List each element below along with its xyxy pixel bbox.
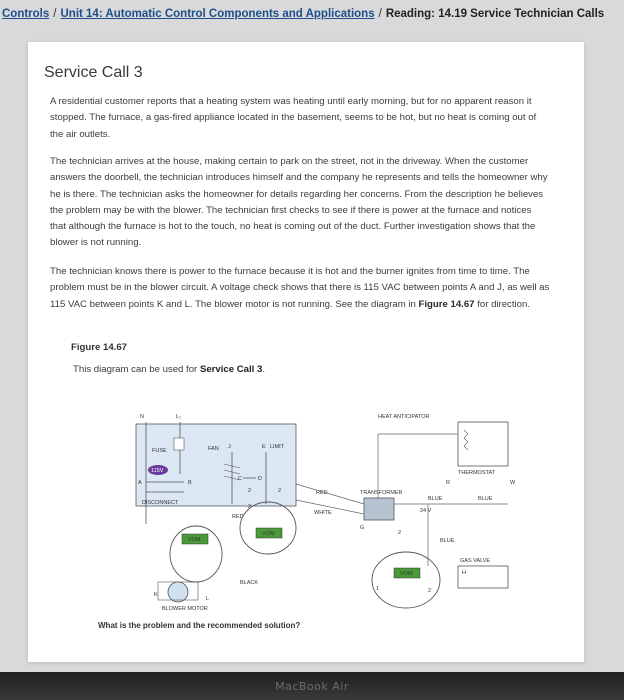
breadcrumb-separator: / (378, 8, 382, 20)
paragraph-3-end: for direction. (477, 298, 530, 310)
label-num-2a: 2 (248, 488, 251, 494)
label-l1: L₁ (176, 414, 181, 420)
figure-label: Figure 14.67 (71, 342, 127, 353)
label-num-2e: 2 (428, 588, 431, 594)
page-title: Service Call 3 (44, 64, 143, 81)
breadcrumb-controls-link[interactable]: Controls (2, 8, 50, 20)
caption-ref: Service Call 3 (199, 364, 263, 375)
breadcrumb-separator: / (53, 8, 57, 20)
label-blue-1: BLUE (428, 496, 443, 502)
thermostat (457, 421, 509, 467)
label-vom-1: VOM (188, 537, 201, 543)
figure-reference: Figure 14.67 (418, 298, 475, 310)
label-disconnect: DISCONNECT (142, 500, 179, 506)
label-115v: 115V (151, 468, 164, 474)
label-c: C (238, 476, 242, 482)
reading-card: Service Call 3 A residential customer re… (28, 42, 584, 662)
label-transformer: TRANSFORMER (360, 490, 403, 496)
label-blue-2: BLUE (478, 496, 493, 502)
label-vom-3: VOM (400, 571, 413, 577)
paragraph-3: The technician knows there is power to t… (50, 264, 550, 313)
label-limit: LIMIT (270, 444, 285, 450)
vom-meter-3 (393, 567, 421, 579)
paragraph-2: The technician arrives at the house, mak… (50, 156, 548, 249)
question-text: What is the problem and the recommended … (98, 621, 301, 630)
label-r: R (446, 480, 450, 486)
label-k: K (154, 592, 158, 598)
label-red: RED (316, 490, 328, 496)
label-vom-2: VOM (262, 531, 275, 537)
label-heat-anticipator: HEAT ANTICIPATOR (378, 414, 429, 420)
breadcrumb-current: Reading: 14.19 Service Technician Calls (385, 8, 605, 20)
label-b: B (188, 480, 192, 486)
breadcrumb: Controls/Unit 14: Automatic Control Comp… (2, 8, 622, 20)
label-num-1: 1 (376, 586, 379, 592)
label-l: L (206, 596, 209, 602)
label-num-2b: 2 (278, 488, 281, 494)
label-g: G (360, 525, 364, 531)
label-white: WHITE (314, 510, 332, 516)
label-gas-valve: GAS VALVE (460, 558, 490, 564)
label-red2: RED (232, 514, 244, 520)
gas-valve (457, 565, 509, 589)
control-box (135, 423, 297, 507)
label-24v: 24 V (420, 508, 432, 514)
label-blue-3: BLUE (440, 538, 455, 544)
label-blower-motor: BLOWER MOTOR (162, 606, 208, 612)
label-num-2d: 2 (398, 530, 401, 536)
breadcrumb-unit14-link[interactable]: Unit 14: Automatic Control Components an… (60, 8, 375, 20)
label-e: E (262, 444, 266, 450)
label-h: H (462, 570, 466, 576)
paragraph-1: A residential customer reports that a he… (50, 96, 537, 140)
label-d: D (258, 476, 262, 482)
label-fan: FAN (208, 446, 219, 452)
bezel-label: MacBook Air (275, 680, 349, 693)
laptop-bezel: MacBook Air (0, 672, 624, 700)
browser-screen: Controls/Unit 14: Automatic Control Comp… (0, 0, 624, 672)
paragraph-3-text: The technician knows there is power to t… (50, 266, 550, 310)
caption-text: This diagram can be used for (73, 364, 198, 375)
label-black: BLACK (240, 580, 258, 586)
label-fuse: FUSE (152, 448, 167, 454)
label-n: N (140, 414, 144, 420)
wiring-diagram: N L₁ FUSE 115V A B DISCONNECT FAN J E LI… (135, 414, 516, 612)
fuse (173, 437, 185, 451)
transformer (363, 497, 395, 521)
figure-caption: This diagram can be used for Service Cal… (73, 364, 265, 375)
vom-meter-2 (255, 527, 283, 539)
label-num-2c: 2 (248, 504, 251, 510)
vom-meter-1 (181, 533, 209, 545)
label-thermostat: THERMOSTAT (458, 470, 496, 476)
label-a: A (138, 480, 142, 486)
caption-end: . (262, 364, 266, 375)
label-j: J (228, 444, 231, 450)
label-w: W (510, 480, 516, 486)
voltage-badge (148, 465, 168, 475)
